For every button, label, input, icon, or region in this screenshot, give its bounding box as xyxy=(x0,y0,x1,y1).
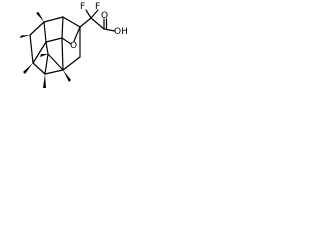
stereo-wedges xyxy=(20,12,71,88)
bond xyxy=(85,9,92,19)
bond xyxy=(61,37,64,71)
bond xyxy=(29,21,45,36)
carbonyl-oxygen-label: O xyxy=(101,11,108,21)
wedge-bond xyxy=(63,70,71,82)
bond xyxy=(44,69,64,75)
bond xyxy=(44,53,49,75)
bond xyxy=(90,17,105,30)
difluoroacetic-acid-group xyxy=(79,9,116,32)
bond xyxy=(47,53,64,71)
molecule-structure: F F O O OH xyxy=(20,2,128,88)
hydroxyl-label: OH xyxy=(114,27,128,37)
bond xyxy=(45,41,49,55)
fluorine-label: F xyxy=(80,2,85,12)
bond xyxy=(32,41,47,64)
bond xyxy=(62,16,81,28)
fluorine-label: F xyxy=(95,2,100,12)
ring-oxygen-label: O xyxy=(70,41,77,51)
bond xyxy=(79,17,92,28)
bond xyxy=(43,16,64,23)
bond xyxy=(90,9,99,19)
bond xyxy=(103,28,116,32)
wedge-bond xyxy=(20,35,30,38)
bond xyxy=(61,37,72,45)
bond xyxy=(73,26,81,42)
wedge-bond xyxy=(36,12,44,22)
cage-bonds xyxy=(29,16,81,75)
wedge-bond xyxy=(43,74,46,88)
wedge-bond xyxy=(40,54,48,57)
bond xyxy=(43,21,47,43)
bond xyxy=(45,37,63,43)
wedge-bond xyxy=(23,63,33,74)
bond xyxy=(32,62,46,75)
bond xyxy=(62,56,81,71)
bond xyxy=(29,34,34,64)
bond xyxy=(61,16,64,39)
